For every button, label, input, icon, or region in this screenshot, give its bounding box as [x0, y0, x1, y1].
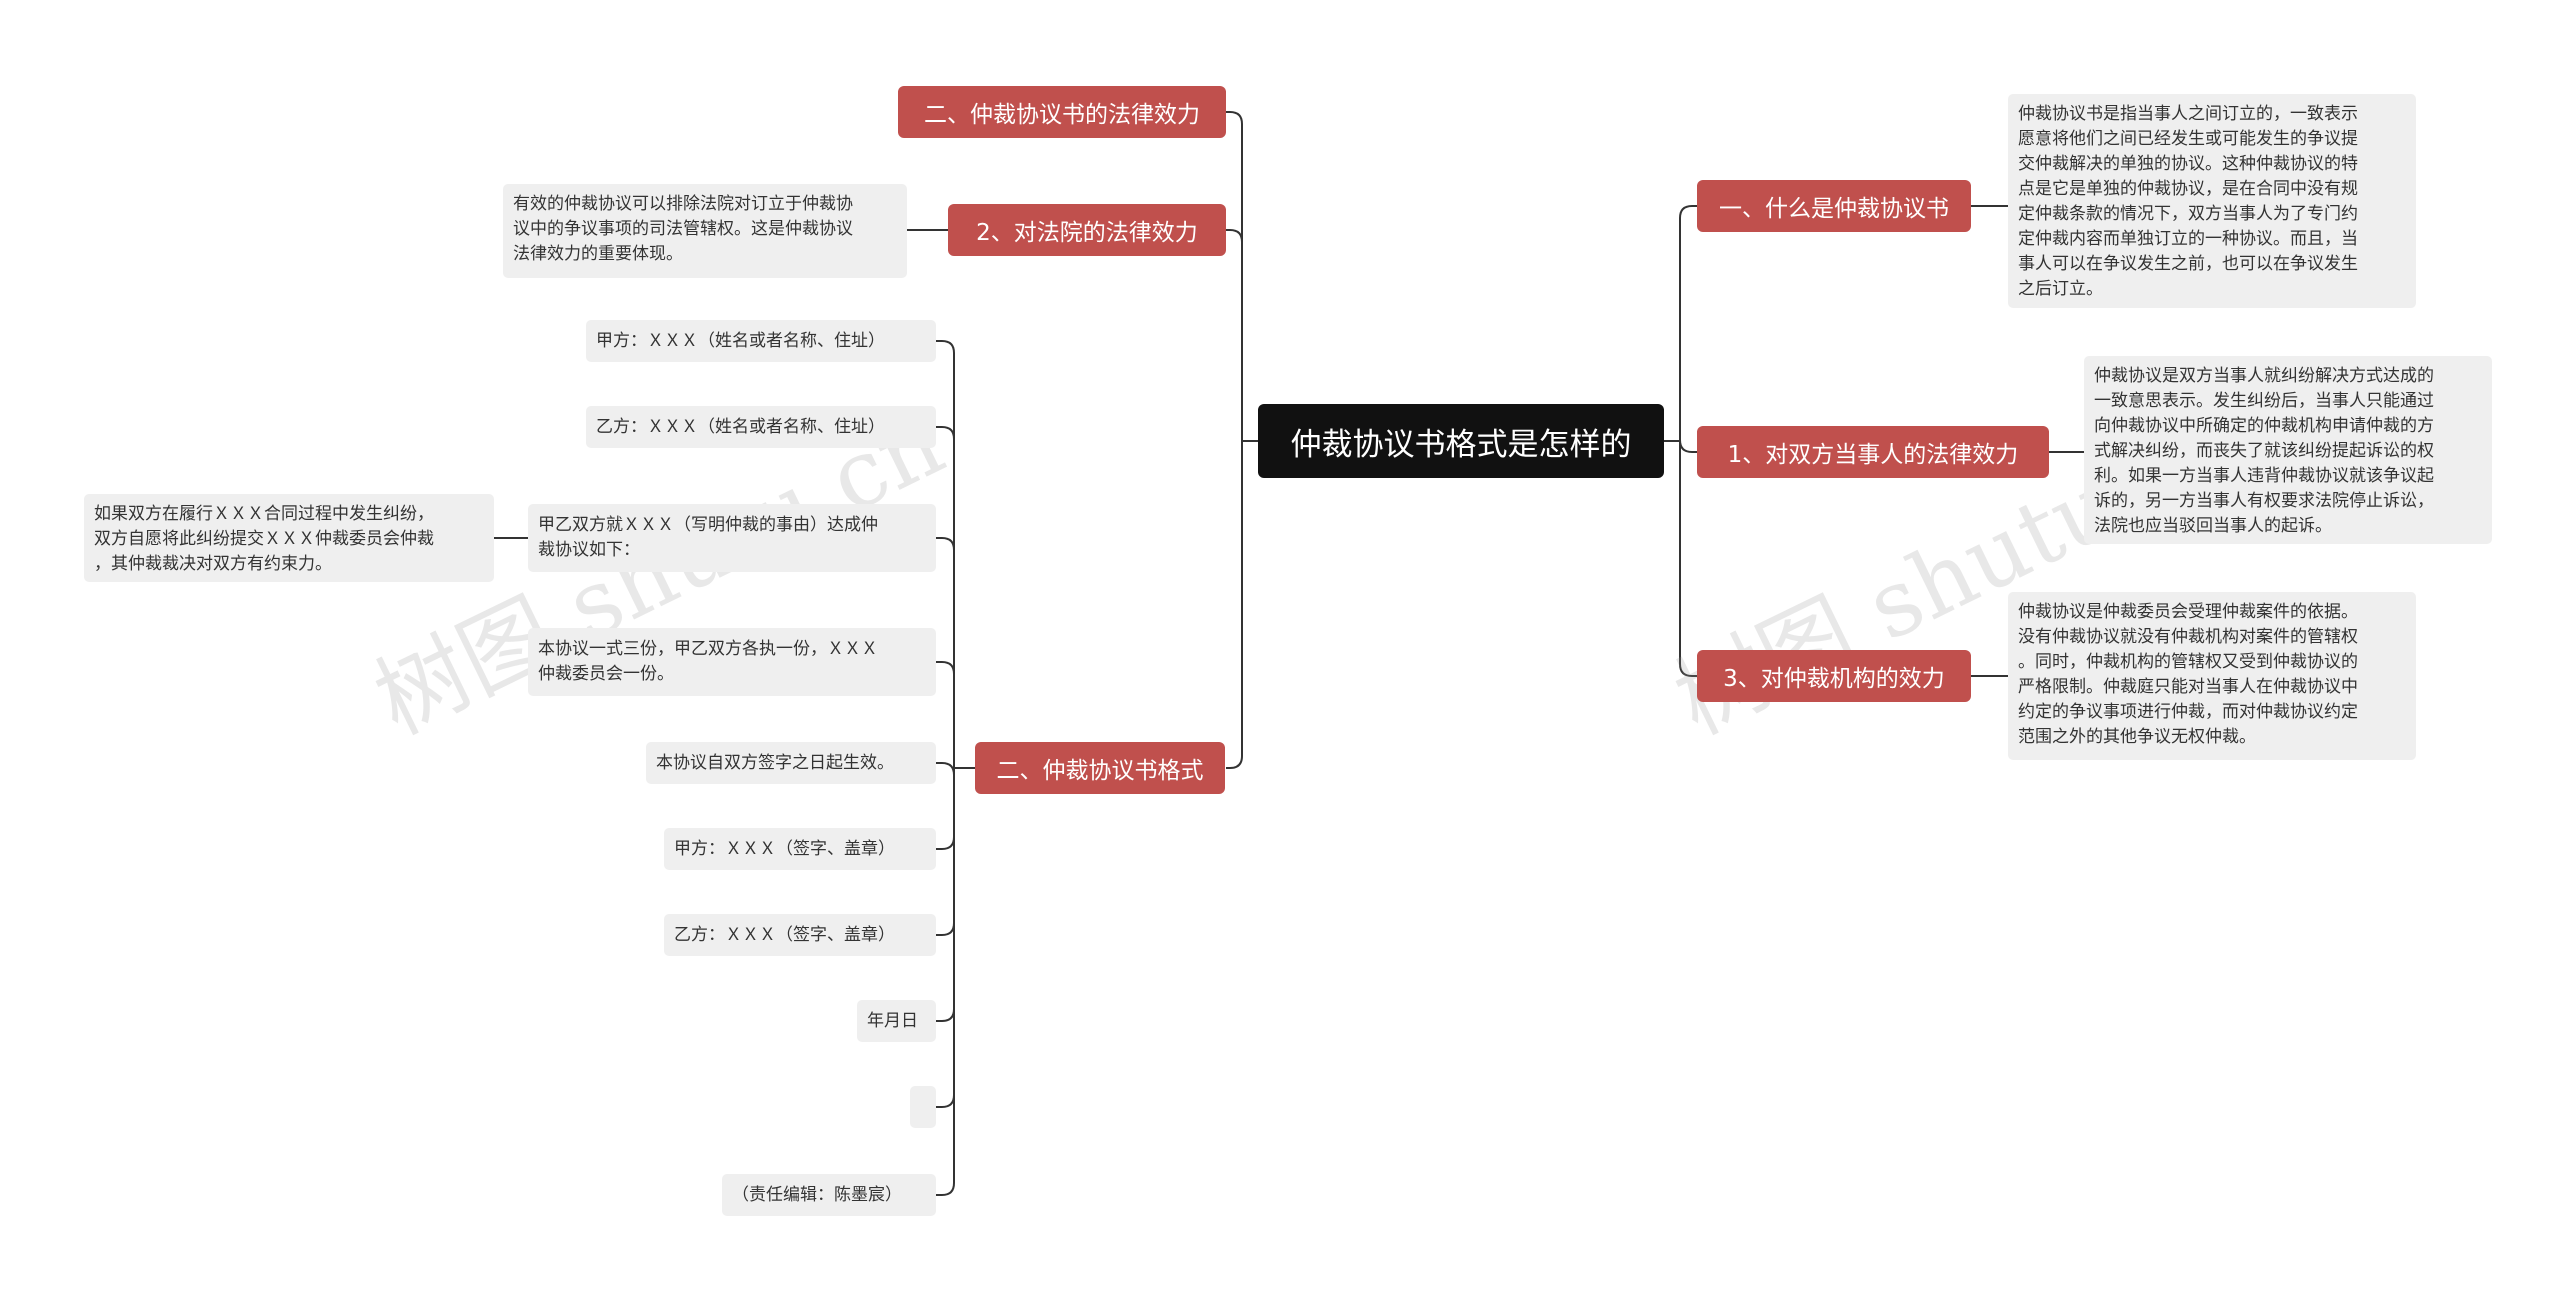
edge-format-children-1 — [936, 426, 975, 769]
note-effect-on-parties: 仲裁协议是双方当事人就纠纷解决方式达成的 一致意思表示。发生纠纷后，当事人只能通… — [2084, 356, 2492, 544]
edge-root-left-1 — [1226, 229, 1258, 442]
note-what-is-arbitration-agreement: 仲裁协议书是指当事人之间订立的，一致表示 愿意将他们之间已经发生或可能发生的争议… — [2008, 94, 2416, 308]
topic-effect-on-court[interactable]: 2、对法院的法律效力 — [948, 204, 1226, 256]
format-item-copies: 本协议一式三份，甲乙双方各执一份，ＸＸＸ 仲裁委员会一份。 — [528, 628, 936, 696]
edge-root-right-2 — [1664, 440, 1697, 677]
topic-agreement-format[interactable]: 二、仲裁协议书格式 — [975, 742, 1225, 794]
edge-root-right-0 — [1664, 205, 1697, 442]
topic-effect-on-parties[interactable]: 1、对双方当事人的法律效力 — [1697, 426, 2049, 478]
edge-format-children-7 — [936, 767, 975, 1022]
format-item-effective-date: 本协议自双方签字之日起生效。 — [646, 742, 936, 784]
edge-root-left-0 — [1226, 111, 1258, 442]
topic-what-is-arbitration-agreement[interactable]: 一、什么是仲裁协议书 — [1697, 180, 1971, 232]
format-item-party-a-signature: 甲方：ＸＸＸ（签字、盖章） — [664, 828, 936, 870]
format-item-editor: （责任编辑：陈墨宸） — [722, 1174, 936, 1216]
format-item-party-a: 甲方：ＸＸＸ（姓名或者名称、住址） — [586, 320, 936, 362]
topic-effect-on-arbitration-body[interactable]: 3、对仲裁机构的效力 — [1697, 650, 1971, 702]
edge-format-children-5 — [936, 767, 975, 850]
edge-format-children-0 — [936, 340, 975, 769]
topic-legal-effect[interactable]: 二、仲裁协议书的法律效力 — [898, 86, 1226, 138]
format-item-date: 年月日 — [857, 1000, 936, 1042]
note-effect-on-court: 有效的仲裁协议可以排除法院对订立于仲裁协 议中的争议事项的司法管辖权。这是仲裁协… — [503, 184, 907, 278]
format-item-party-b: 乙方：ＸＸＸ（姓名或者名称、住址） — [586, 406, 936, 448]
note-effect-on-arbitration-body: 仲裁协议是仲裁委员会受理仲裁案件的依据。 没有仲裁协议就没有仲裁机构对案件的管辖… — [2008, 592, 2416, 760]
edge-root-left-2 — [1226, 440, 1258, 769]
format-item-blank — [910, 1086, 936, 1128]
root-topic[interactable]: 仲裁协议书格式是怎样的 — [1258, 404, 1664, 478]
edge-format-children-3 — [936, 661, 975, 769]
edge-format-children-9 — [936, 767, 975, 1196]
format-item-agreement-intro: 甲乙双方就ＸＸＸ（写明仲裁的事由）达成仲 裁协议如下： — [528, 504, 936, 572]
format-item-party-b-signature: 乙方：ＸＸＸ（签字、盖章） — [664, 914, 936, 956]
edge-format-children-2 — [936, 537, 975, 769]
edge-format-children-6 — [936, 767, 975, 936]
note-dispute-clause: 如果双方在履行ＸＸＸ合同过程中发生纠纷， 双方自愿将此纠纷提交ＸＸＸ仲裁委员会仲… — [84, 494, 494, 582]
edge-format-children-8 — [936, 767, 975, 1108]
